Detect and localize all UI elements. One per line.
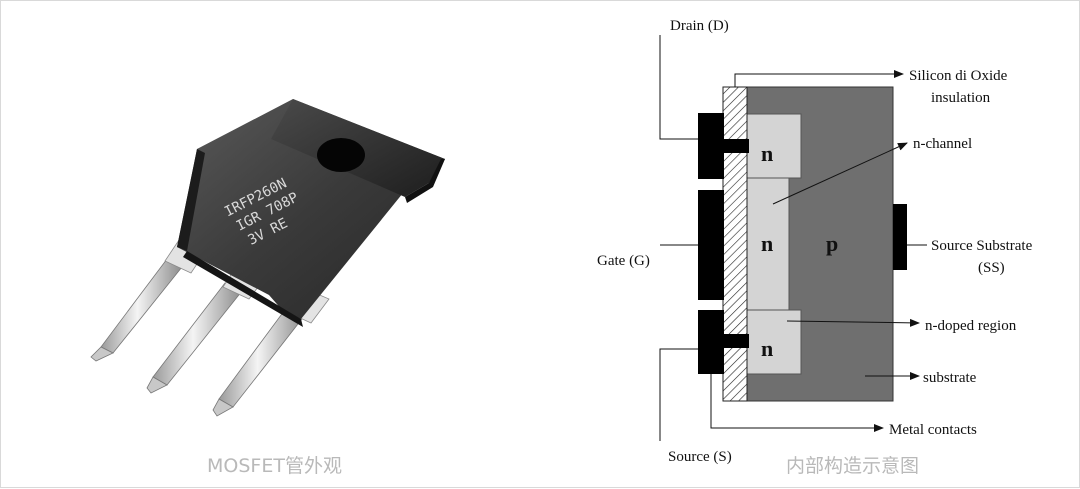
bottom-n-region — [746, 309, 802, 375]
diagram-caption: 内部构造示意图 — [786, 455, 919, 477]
source-label: Source (S) — [668, 449, 732, 465]
source-contact — [698, 310, 724, 374]
leader-lines — [659, 35, 927, 441]
mid-n-label: n — [761, 231, 773, 256]
n-doped-leader — [786, 318, 920, 327]
n-channel-leader — [772, 142, 908, 205]
source-substrate-label-line1: Source Substrate — [931, 238, 1033, 254]
mounting-hole — [317, 138, 365, 172]
n-doped-label: n-doped region — [925, 318, 1017, 334]
p-label: p — [826, 231, 838, 256]
oxide-layer — [722, 86, 748, 402]
oxide-leader — [734, 70, 904, 87]
photo-caption: MOSFET管外观 — [207, 455, 342, 477]
drain-contact-via — [723, 139, 749, 153]
source-contact-via — [723, 334, 749, 348]
source-substrate-label-line2: (SS) — [978, 260, 1005, 276]
drain-leader — [659, 35, 698, 140]
gate-contact — [698, 190, 724, 300]
mosfet-photo: IRFP260N IGR 708P 3V RE MOSFET管外观 — [90, 99, 445, 477]
top-n-region — [746, 113, 802, 179]
oxide-label-line2: insulation — [931, 90, 991, 106]
source-leader — [659, 348, 698, 441]
drain-contact — [698, 113, 724, 179]
bottom-n-label: n — [761, 336, 773, 361]
n-channel-label: n-channel — [913, 136, 972, 152]
gate-label: Gate (G) — [597, 253, 650, 269]
substrate-contact — [893, 204, 907, 270]
structure-diagram: n n n p Drain (D) Gate (G) Source (S) Si… — [597, 18, 1033, 477]
metal-contacts-label: Metal contacts — [889, 422, 977, 438]
drain-label: Drain (D) — [670, 18, 729, 34]
top-n-label: n — [761, 141, 773, 166]
oxide-label-line1: Silicon di Oxide — [909, 68, 1008, 84]
substrate-label: substrate — [923, 370, 977, 386]
metal-contacts-leader — [710, 374, 884, 432]
